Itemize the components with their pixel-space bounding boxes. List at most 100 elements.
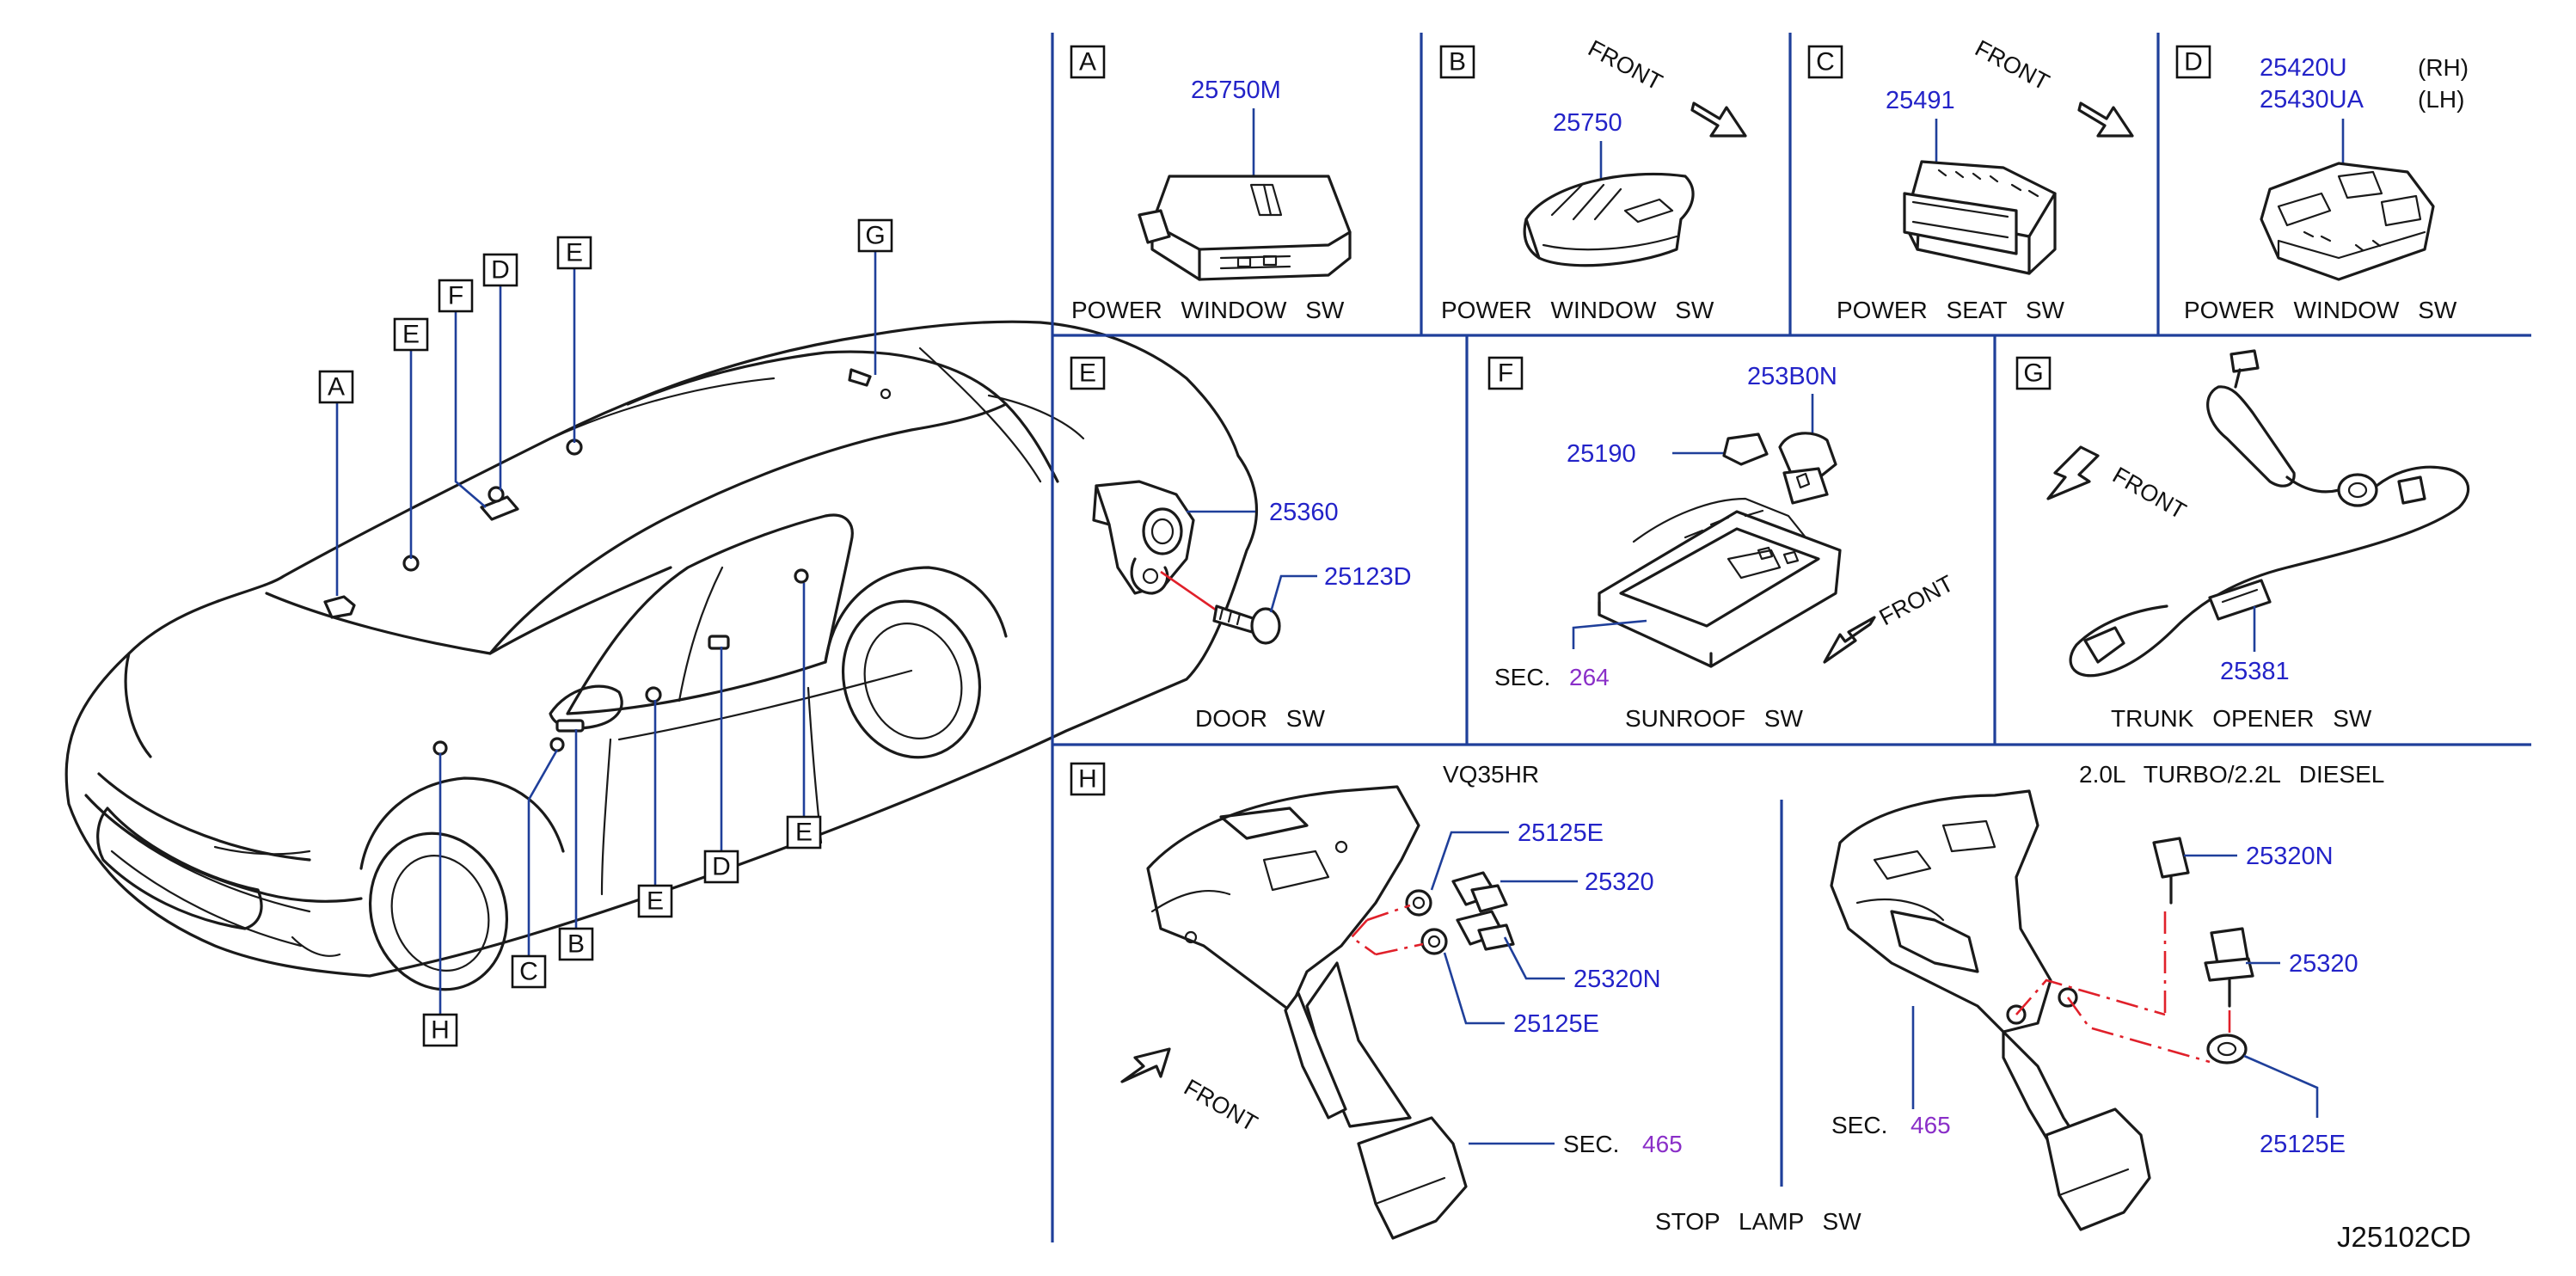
svg-text:A: A xyxy=(1079,48,1096,77)
svg-text:F: F xyxy=(448,282,463,310)
part-number-25320N-left: 25320N xyxy=(1573,966,1661,993)
svg-text:G: G xyxy=(2023,359,2043,388)
part-number-25320-right: 25320 xyxy=(2289,950,2358,978)
part-number-25491: 25491 xyxy=(1886,87,1955,114)
panel-F: F 253B0N 25190 SEC. 264 FRONT SUNROOF SW xyxy=(1487,356,1958,732)
rh-label: (RH) xyxy=(2418,54,2469,81)
door-switch-bolt xyxy=(1212,604,1281,645)
part-number-25320-left: 25320 xyxy=(1585,868,1654,896)
label-power-seat-sw: POWER SEAT SW xyxy=(1837,297,2065,323)
sec-label-H-right: SEC. xyxy=(1831,1112,1887,1138)
svg-text:D: D xyxy=(491,256,510,285)
svg-text:C: C xyxy=(1816,48,1835,77)
callout-E-2: E xyxy=(556,236,592,270)
svg-text:E: E xyxy=(795,819,813,847)
power-window-switch-B xyxy=(1523,172,1695,267)
part-number-25125E-bottom: 25125E xyxy=(1513,1010,1599,1038)
callout-C: C xyxy=(511,954,547,989)
svg-text:A: A xyxy=(328,373,345,402)
part-number-25750: 25750 xyxy=(1553,109,1622,137)
power-window-switch-D xyxy=(2260,162,2435,281)
svg-text:H: H xyxy=(1078,765,1097,794)
part-number-25750M: 25750M xyxy=(1191,77,1281,104)
lh-label: (LH) xyxy=(2418,86,2464,113)
front-label-C: FRONT xyxy=(1971,35,2053,95)
pedal-bracket-turbo-diesel xyxy=(1830,789,2151,1231)
door-switch xyxy=(1092,480,1195,595)
callout-E-1: E xyxy=(393,317,429,352)
sec-number-465-right: 465 xyxy=(1911,1112,1951,1138)
label-sunroof-sw: SUNROOF SW xyxy=(1625,705,1803,732)
panel-D: D 25420U (RH) 25430UA (LH) POWER WINDOW … xyxy=(2175,45,2469,323)
svg-text:C: C xyxy=(519,958,538,986)
sec-number-264: 264 xyxy=(1569,664,1610,690)
front-arrow-B xyxy=(1690,101,1747,138)
callout-E-4: E xyxy=(637,884,673,918)
part-number-25381: 25381 xyxy=(2220,658,2290,685)
front-arrow-G xyxy=(2046,445,2100,500)
svg-text:F: F xyxy=(1498,359,1513,388)
power-window-switch-A xyxy=(1138,175,1352,281)
sec-label-F: SEC. xyxy=(1494,664,1550,690)
car-illustration xyxy=(64,320,1259,991)
power-seat-switch xyxy=(1903,160,2057,275)
panel-E: E 25360 25123D DOOR SW xyxy=(1070,356,1412,732)
panel-A: A 25750M POWER WINDOW SW xyxy=(1070,45,1352,323)
callout-E-3: E xyxy=(786,815,822,850)
sec-number-465-left: 465 xyxy=(1642,1131,1683,1157)
label-power-window-sw-B: POWER WINDOW SW xyxy=(1441,297,1714,323)
part-number-25125E-right: 25125E xyxy=(2260,1131,2346,1158)
svg-text:E: E xyxy=(566,239,583,267)
front-label-H: FRONT xyxy=(1180,1074,1262,1136)
svg-text:B: B xyxy=(1449,48,1466,77)
svg-text:D: D xyxy=(2184,48,2203,77)
svg-text:E: E xyxy=(647,887,664,916)
callout-G: G xyxy=(857,218,893,253)
trunk-opener-harness xyxy=(2069,349,2470,678)
part-number-25360: 25360 xyxy=(1269,499,1339,526)
svg-text:B: B xyxy=(567,930,585,959)
car-leader-lines xyxy=(335,251,877,1015)
part-number-25430UA: 25430UA xyxy=(2260,86,2364,113)
h-left-title: VQ35HR xyxy=(1443,761,1539,788)
svg-text:E: E xyxy=(402,321,420,349)
stop-lamp-parts-right xyxy=(2152,837,2254,1064)
front-arrow-F xyxy=(1823,616,1876,664)
sunroof-console xyxy=(1598,497,1842,668)
front-arrow-H xyxy=(1120,1047,1171,1083)
part-number-25320N-right: 25320N xyxy=(2246,843,2334,870)
part-number-25123D: 25123D xyxy=(1324,563,1412,591)
label-trunk-opener-sw: TRUNK OPENER SW xyxy=(2111,705,2372,732)
front-arrow-C xyxy=(2077,101,2134,138)
callout-F: F xyxy=(438,279,474,313)
front-label-G: FRONT xyxy=(2108,462,2191,524)
panel-H: H VQ35HR 2.0L TURBO/2.2L DIESEL SEC. 465 xyxy=(1070,761,2384,1240)
callout-H: H xyxy=(422,1013,458,1047)
part-number-25420U: 25420U xyxy=(2260,54,2347,82)
sec-label-H-left: SEC. xyxy=(1563,1131,1619,1157)
part-number-25125E-top: 25125E xyxy=(1518,819,1604,847)
diagram-code: J25102CD xyxy=(2337,1221,2471,1253)
front-label-F: FRONT xyxy=(1875,570,1958,630)
callout-D-2: D xyxy=(703,850,739,884)
pedal-bracket-vq35hr xyxy=(1146,785,1468,1240)
stop-lamp-parts-left xyxy=(1405,871,1515,955)
svg-text:E: E xyxy=(1079,359,1096,388)
svg-text:H: H xyxy=(431,1016,450,1045)
part-number-253B0N: 253B0N xyxy=(1747,363,1837,390)
part-number-25190: 25190 xyxy=(1567,440,1636,468)
label-door-sw: DOOR SW xyxy=(1195,705,1325,732)
label-stop-lamp-sw: STOP LAMP SW xyxy=(1655,1208,1861,1235)
callout-D-1: D xyxy=(482,253,518,287)
label-power-window-sw-D: POWER WINDOW SW xyxy=(2184,297,2457,323)
panel-B: B FRONT 25750 POWER WINDOW SW xyxy=(1439,35,1747,323)
svg-text:G: G xyxy=(865,222,885,250)
h-right-title: 2.0L TURBO/2.2L DIESEL xyxy=(2079,761,2384,788)
callout-B: B xyxy=(558,927,594,961)
label-power-window-sw-A: POWER WINDOW SW xyxy=(1071,297,1345,323)
callout-A: A xyxy=(318,370,354,404)
sunroof-switch-small-parts xyxy=(1722,432,1837,505)
panel-G: G FRONT 25381 TRUNK OPENER SW xyxy=(2015,349,2470,732)
